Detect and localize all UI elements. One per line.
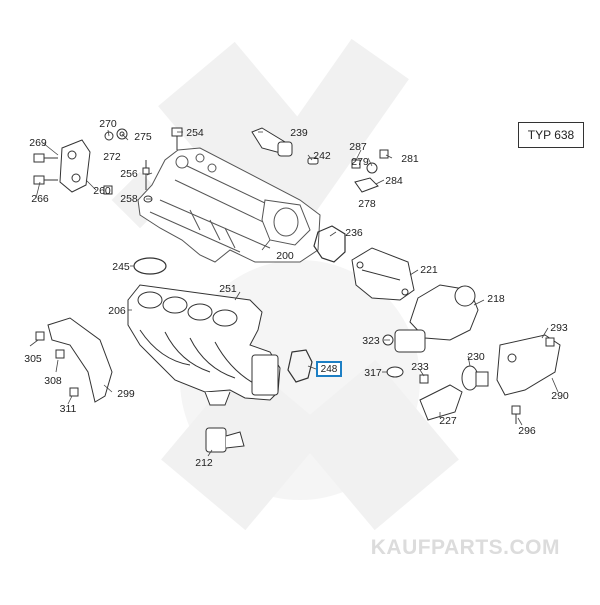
- label-308: 308: [44, 375, 62, 387]
- label-230: 230: [467, 351, 485, 363]
- label-299: 299: [117, 388, 135, 400]
- sensor-239: [251, 127, 319, 165]
- gasket-248: [287, 349, 313, 383]
- label-266: 266: [31, 193, 49, 205]
- label-218: 218: [487, 293, 505, 305]
- bracket-290: [496, 334, 561, 424]
- gasket-236: [313, 225, 346, 263]
- flange-260: [59, 139, 91, 193]
- egr-valve-218: [394, 284, 479, 353]
- type-label-box: TYP 638: [518, 122, 584, 148]
- label-260: 260: [93, 185, 111, 197]
- label-239: 239: [290, 127, 308, 139]
- label-258: 258: [120, 193, 138, 205]
- watermark: KAUFPARTS.COM: [370, 536, 560, 559]
- label-323: 323: [362, 335, 380, 347]
- gasket-245: [133, 257, 167, 275]
- upper-intake-manifold: [137, 147, 321, 263]
- label-270: 270: [99, 118, 117, 130]
- lower-intake-manifold: [127, 284, 281, 406]
- part-248-hotspot[interactable]: 248: [316, 361, 342, 377]
- label-284: 284: [385, 175, 403, 187]
- label-279: 279: [351, 156, 369, 168]
- leader-lines: [29, 129, 559, 457]
- bolt-254: [171, 127, 183, 150]
- sensor-212: [205, 427, 245, 453]
- type-label: TYP 638: [527, 128, 575, 142]
- label-221: 221: [420, 264, 438, 276]
- label-305: 305: [24, 353, 42, 365]
- label-212: 212: [195, 457, 213, 469]
- pipe-227: [419, 365, 489, 421]
- label-242: 242: [313, 150, 331, 162]
- label-275: 275: [134, 131, 152, 143]
- label-272: 272: [103, 151, 121, 163]
- label-256: 256: [120, 168, 138, 180]
- label-269: 269: [29, 137, 47, 149]
- part-248-label: 248: [320, 363, 338, 375]
- label-293: 293: [550, 322, 568, 334]
- bracket-278: [351, 149, 389, 193]
- label-206: 206: [108, 305, 126, 317]
- label-245: 245: [112, 261, 130, 273]
- label-317: 317: [364, 367, 382, 379]
- label-254: 254: [186, 127, 204, 139]
- label-200: 200: [276, 250, 294, 262]
- label-236: 236: [345, 227, 363, 239]
- part-labels: 269 270 272 275 254 239 242 287 279 281 …: [24, 118, 569, 469]
- throttle-housing-221: [351, 247, 415, 301]
- label-278: 278: [358, 198, 376, 210]
- label-227: 227: [439, 415, 457, 427]
- label-233: 233: [411, 361, 429, 373]
- label-290: 290: [551, 390, 569, 402]
- label-251: 251: [219, 283, 237, 295]
- label-311: 311: [60, 403, 77, 415]
- bracket-299: [35, 317, 113, 403]
- label-287: 287: [349, 141, 367, 153]
- label-296: 296: [518, 425, 536, 437]
- label-281: 281: [401, 153, 419, 165]
